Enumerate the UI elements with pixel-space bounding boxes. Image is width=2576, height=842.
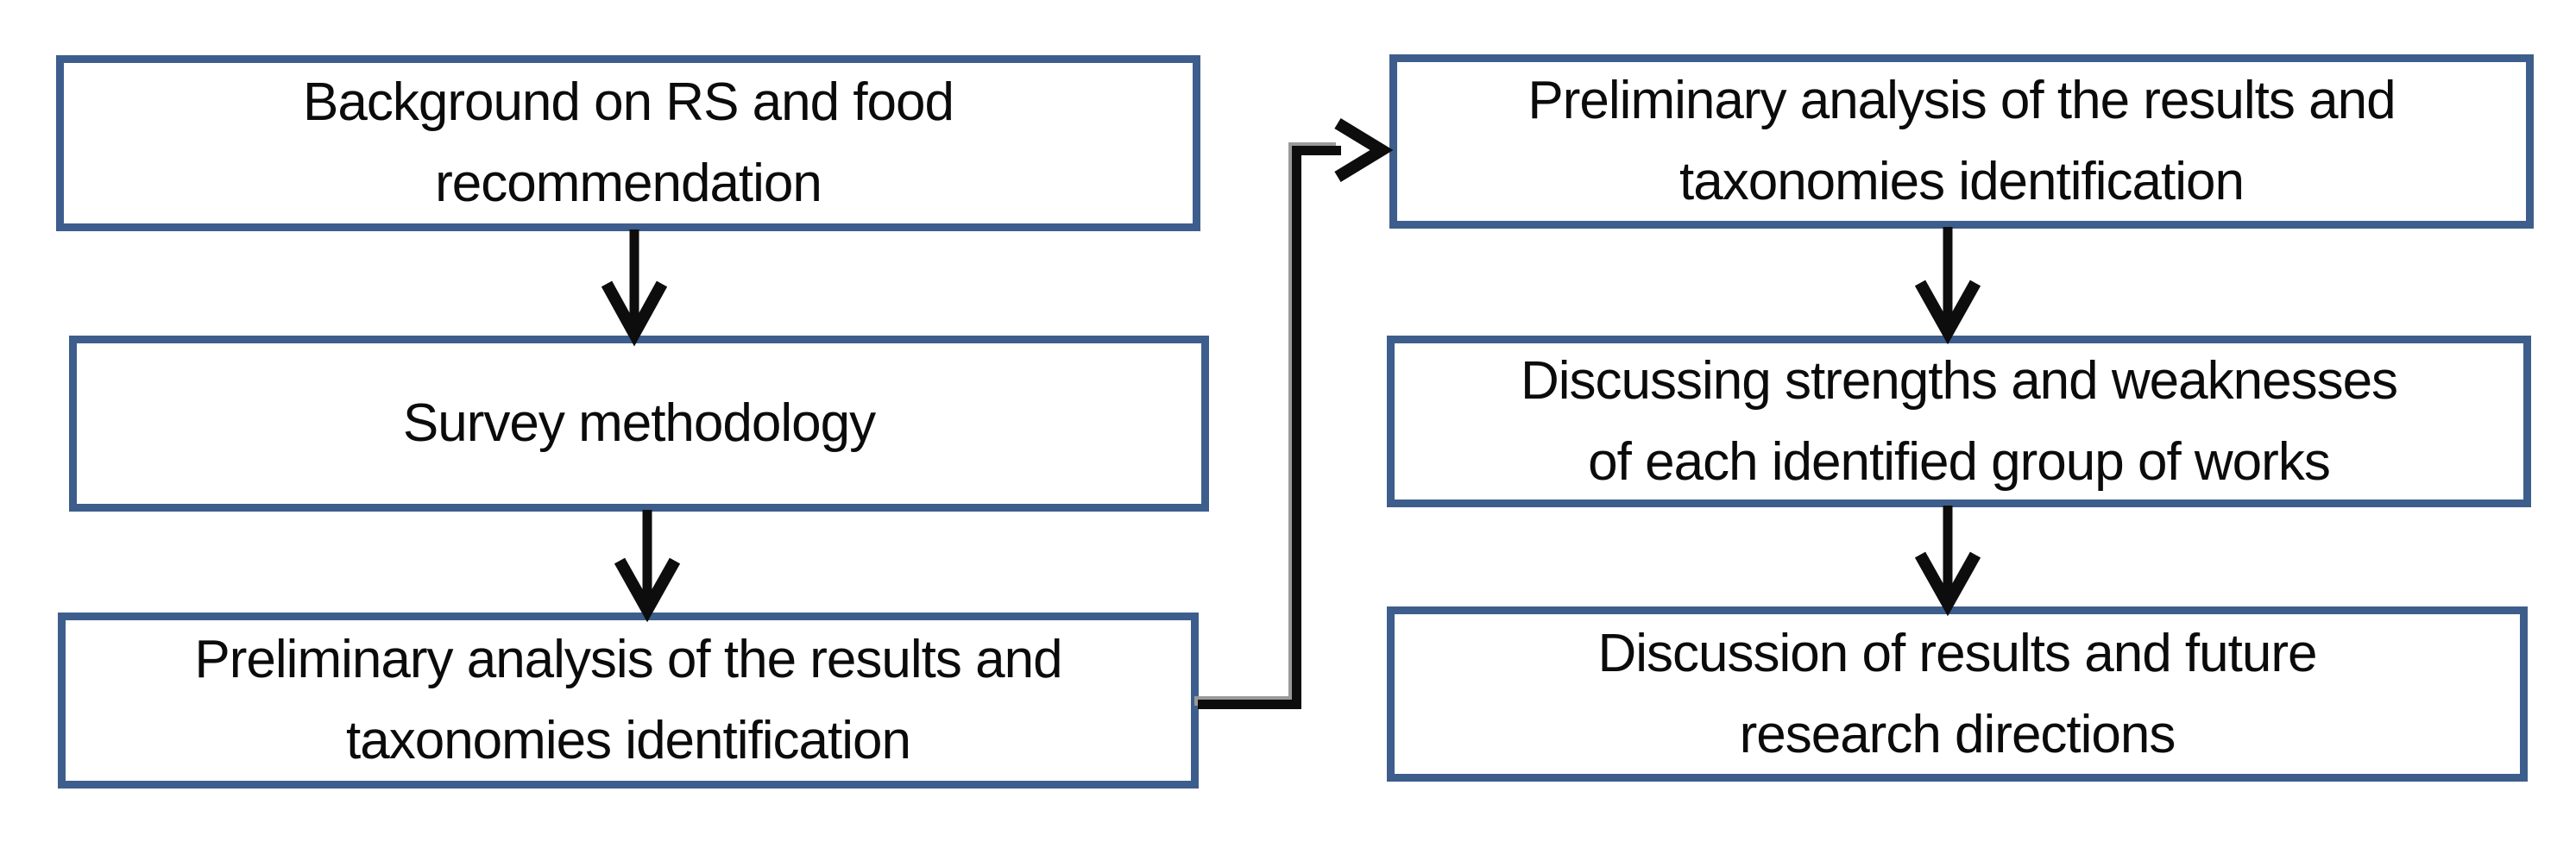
box-discussion-future-line2: research directions: [1739, 704, 2176, 764]
box-survey-methodology-line1: Survey methodology: [402, 393, 876, 453]
box-background: Background on RS and food recommendation: [56, 55, 1200, 231]
box-preliminary-analysis-left-line1: Preliminary analysis of the results and: [194, 630, 1062, 689]
arrow-survey-to-preliminary-left: [614, 510, 681, 623]
box-strengths-weaknesses-line1: Discussing strengths and weaknesses: [1520, 350, 2398, 411]
box-discussion-future: Discussion of results and future researc…: [1387, 606, 2528, 782]
box-discussion-future-line1: Discussion of results and future: [1597, 623, 2318, 683]
box-survey-methodology: Survey methodology: [69, 336, 1209, 512]
box-strengths-weaknesses: Discussing strengths and weaknesses of e…: [1387, 336, 2531, 507]
elbow-connector-left-to-right-column: [1194, 118, 1394, 709]
box-preliminary-analysis-right-line2: taxonomies identification: [1679, 152, 2245, 211]
box-preliminary-analysis-right: Preliminary analysis of the results and …: [1389, 54, 2534, 229]
box-strengths-weaknesses-line2: of each identified group of works: [1588, 431, 2331, 492]
box-preliminary-analysis-left: Preliminary analysis of the results and …: [58, 613, 1199, 789]
box-background-line2: recommendation: [435, 154, 822, 213]
box-preliminary-analysis-left-line2: taxonomies identification: [346, 711, 911, 770]
box-background-line1: Background on RS and food: [303, 72, 954, 132]
arrow-strengths-to-discussion: [1914, 506, 1981, 617]
arrow-background-to-survey: [601, 229, 668, 347]
box-preliminary-analysis-right-line1: Preliminary analysis of the results and: [1527, 71, 2396, 130]
arrow-preliminary-right-to-strengths: [1914, 227, 1981, 345]
